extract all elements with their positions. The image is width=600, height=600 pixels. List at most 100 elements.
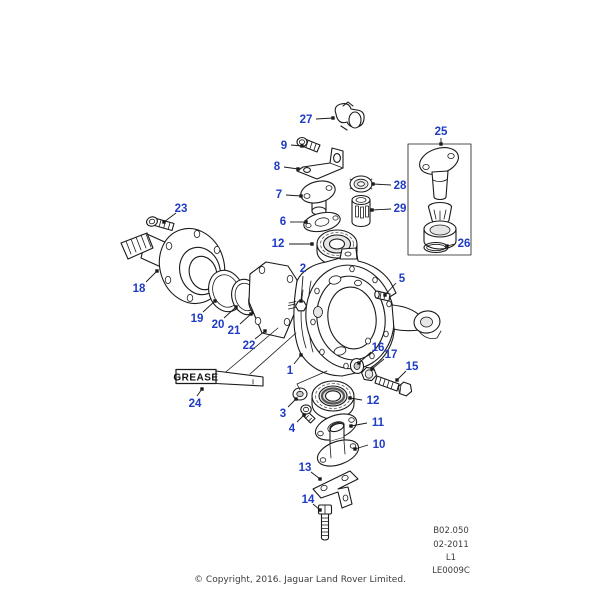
leader-end-dot <box>357 361 361 365</box>
callout-21: 21 <box>228 312 253 337</box>
grease-tag <box>175 327 328 391</box>
leader-line <box>315 117 334 120</box>
callout-number: 20 <box>212 319 225 331</box>
leader-line <box>358 351 372 364</box>
callout-23: 23 <box>162 203 187 224</box>
leader-line <box>285 194 302 197</box>
callout-number: 25 <box>435 126 448 138</box>
callout-number: 22 <box>243 340 256 352</box>
part-3-washer <box>292 387 308 401</box>
callout-number: 26 <box>458 238 471 250</box>
callout-17: 17 <box>370 349 397 371</box>
leader-end-dot <box>299 353 303 357</box>
callout-19: 19 <box>191 299 217 325</box>
leader-line <box>350 422 368 427</box>
ref-date: 02-2011 <box>433 540 469 550</box>
callout-14: 14 <box>302 494 322 512</box>
leader-end-dot <box>310 242 314 246</box>
leader-end-dot <box>383 293 387 297</box>
leader-line <box>372 183 392 186</box>
part-25-assembly-box <box>407 143 472 256</box>
callout-4: 4 <box>289 413 306 435</box>
leader-line <box>239 313 252 325</box>
leader-end-dot <box>348 396 352 400</box>
callout-6: 6 <box>280 216 308 228</box>
callout-10: 10 <box>353 439 385 451</box>
part-28-seal <box>349 175 373 193</box>
callout-number: 28 <box>394 180 407 192</box>
callout-9: 9 <box>281 140 304 152</box>
leader-end-dot <box>300 144 304 148</box>
part-14-bolt <box>317 504 333 541</box>
leader-line <box>371 358 385 370</box>
callout-29: 29 <box>370 203 406 215</box>
grease-label: GREASE <box>173 373 218 384</box>
leader-end-dot <box>318 508 322 512</box>
callout-25: 25 <box>435 126 448 146</box>
leader-end-dot <box>304 220 308 224</box>
callout-number: 6 <box>280 216 286 228</box>
leader-end-dot <box>349 424 353 428</box>
part-7-flanged-plug <box>300 180 336 216</box>
callout-number: 16 <box>372 342 385 354</box>
leader-end-dot <box>162 220 166 224</box>
leader-line <box>145 270 158 283</box>
part-17-nut <box>361 366 377 382</box>
ref-code: B02.050 <box>433 526 469 536</box>
leader-end-dot <box>370 367 374 371</box>
part-9-bolt <box>296 136 321 153</box>
leader-end-dot <box>318 477 322 481</box>
callout-27: 27 <box>300 114 335 126</box>
leader-end-dot <box>395 378 399 382</box>
leader-line <box>354 444 369 450</box>
leader-end-dot <box>299 194 303 198</box>
leader-end-dot <box>249 312 253 316</box>
callout-number: 1 <box>287 365 294 377</box>
leader-end-dot <box>213 299 217 303</box>
callout-12: 12 <box>348 395 379 407</box>
callout-7: 7 <box>276 189 303 201</box>
reference-block: B02.050 02-2011 L1 LE0009C <box>432 526 470 576</box>
leader-end-dot <box>331 116 335 120</box>
callout-number: 27 <box>300 114 313 126</box>
callout-number: 23 <box>175 203 188 215</box>
leader-end-dot <box>296 167 300 171</box>
leader-line <box>223 306 237 319</box>
leader-end-dot <box>445 244 449 248</box>
callout-26: 26 <box>445 238 470 250</box>
callout-2: 2 <box>299 263 306 303</box>
part-15-bolt <box>374 375 413 397</box>
callout-number: 12 <box>367 395 380 407</box>
leader-line <box>290 144 303 147</box>
callout-number: 2 <box>300 263 306 275</box>
callout-number: 9 <box>281 140 287 152</box>
callout-1: 1 <box>287 353 303 377</box>
leader-line <box>300 275 304 302</box>
callout-number: 11 <box>372 417 385 429</box>
callout-number: 17 <box>385 349 398 361</box>
callout-number: 29 <box>394 203 407 215</box>
part-12-bearing-lower <box>311 380 355 420</box>
callout-3: 3 <box>280 397 298 420</box>
part-29-filter <box>351 194 371 228</box>
callout-number: 14 <box>302 494 315 506</box>
leader-end-dot <box>299 299 303 303</box>
callout-number: 7 <box>276 189 282 201</box>
leader-end-dot <box>155 269 159 273</box>
part-1-swivel-housing <box>288 247 442 377</box>
leader-line <box>202 300 216 313</box>
copyright-notice: © Copyright, 2016. Jaguar Land Rover Lim… <box>194 575 406 585</box>
callout-number: 3 <box>280 408 286 420</box>
part-10-flanged-pin <box>316 421 360 467</box>
part-22-gasket-plate <box>248 261 298 339</box>
callout-11: 11 <box>349 417 385 429</box>
callout-20: 20 <box>212 305 238 331</box>
callout-number: 21 <box>228 325 241 337</box>
callout-number: 15 <box>406 361 419 373</box>
leader-end-dot <box>200 387 204 391</box>
callout-number: 19 <box>191 313 204 325</box>
part-8-bracket <box>296 147 344 180</box>
ref-level: L1 <box>446 553 456 563</box>
